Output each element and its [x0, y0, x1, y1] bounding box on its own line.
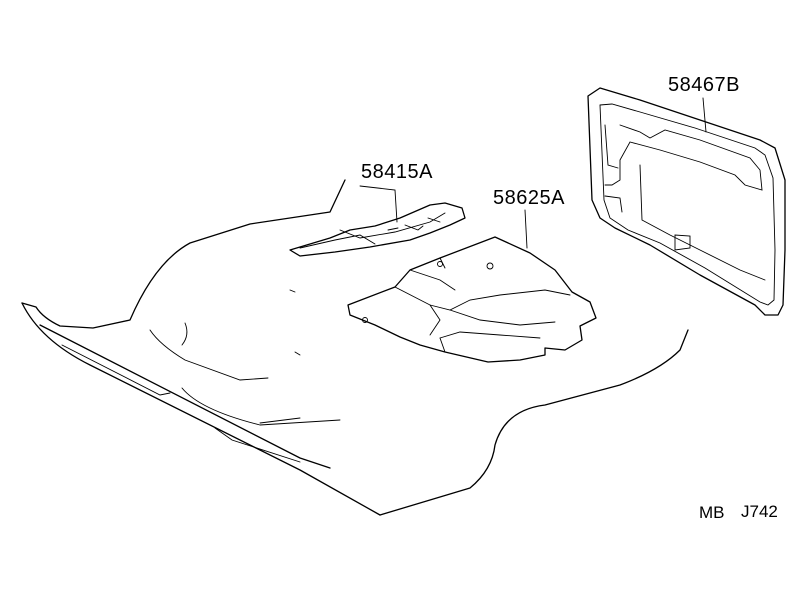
part-label-58467B: 58467B	[668, 74, 740, 96]
part-58625A-shape	[347, 236, 597, 363]
leader-lines	[359, 97, 707, 249]
part-label-58415A: 58415A	[361, 161, 433, 183]
part-58467B-shape	[587, 87, 786, 316]
part-label-58625A: 58625A	[493, 187, 565, 209]
footer-code-right: J742	[741, 502, 778, 521]
floor-pan	[21, 179, 689, 516]
footer-code-left: MB	[699, 503, 725, 522]
part-58415A-shape	[289, 202, 466, 257]
